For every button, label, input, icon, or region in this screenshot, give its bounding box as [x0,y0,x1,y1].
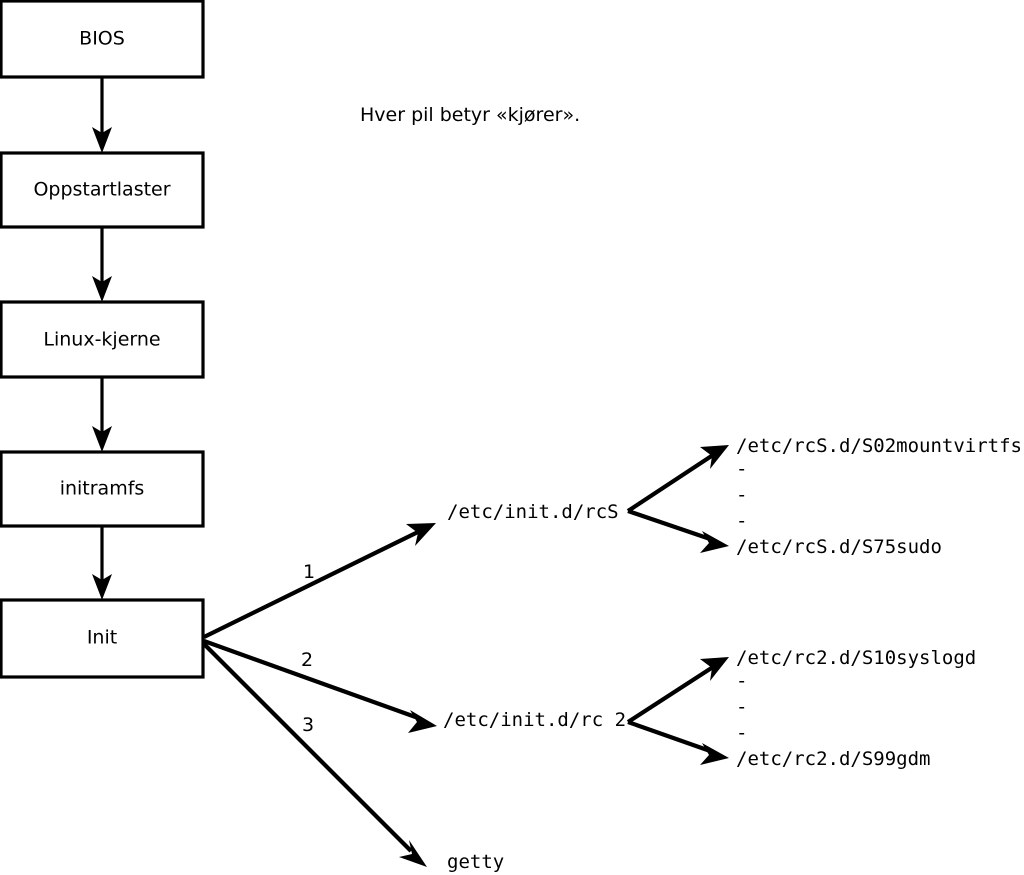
connector-init-to-rcs [203,529,421,639]
box-init-rect [0,598,205,679]
connector-init-to-getty [202,642,413,853]
rc2-ellipsis-3: - [736,722,747,744]
branch-2-arrow [203,639,437,733]
branch-3-target-label: getty [447,851,504,873]
rcs-ellipsis-2: - [736,484,747,506]
arrowhead-rcs-to-first [700,445,729,469]
rcs-first-script-label: /etc/rcS.d/S02mountvirtfs [736,435,1022,457]
box-bios[interactable]: BIOS [0,0,205,79]
box-bootloader[interactable]: Oppstartlaster [0,151,205,229]
arrowhead-bootloader-to-kernel [92,276,112,302]
arrowhead-initramfs-to-init [92,574,112,600]
arrowhead-rcs-to-last [700,531,729,553]
box-init[interactable]: Init [0,598,205,679]
arrowhead-init-to-rcs [406,523,436,546]
connector-rcs-to-first [626,453,715,513]
rc2-last-script-label: /etc/rc2.d/S99gdm [736,748,930,770]
connector-rcs-to-last [627,509,714,542]
rc2-first-script-label: /etc/rc2.d/S10syslogd [736,647,976,669]
caption-text: Hver pil betyr «kjører». [360,104,580,126]
arrowhead-init-to-rc2 [408,710,437,733]
rc2-subbranch-arrows [626,657,729,765]
box-bootloader-rect [0,151,205,229]
rcs-ellipsis-3: - [736,510,747,532]
rc2-ellipsis-1: - [736,670,747,692]
rc2-ellipsis-2: - [736,696,747,718]
rcs-last-script-label: /etc/rcS.d/S75sudo [736,536,942,558]
box-linux-kernel-rect [0,300,205,379]
arrowhead-rc2-to-last [700,743,729,765]
box-initramfs-rect [0,450,205,528]
branch-3-arrow [202,642,427,867]
branch-1-arrow [203,523,436,639]
branch-2-target-label: /etc/init.d/rc 2 [443,709,626,731]
arrowhead-rc2-to-first [700,657,729,681]
chain-connectors [92,77,112,600]
branch-2-number: 2 [301,649,313,671]
box-init-label: Init [87,627,117,649]
box-linux-kernel-label: Linux-kjerne [43,329,160,351]
connector-rc2-to-last [627,720,714,754]
branch-1-target-label: /etc/init.d/rcS [447,501,619,523]
box-linux-kernel[interactable]: Linux-kjerne [0,300,205,379]
box-bios-rect [0,0,205,79]
connector-rc2-to-first [626,665,715,724]
arrowhead-kernel-to-initramfs [92,426,112,452]
arrowhead-init-to-getty [399,840,427,867]
box-initramfs-label: initramfs [60,478,145,500]
branch-1-number: 1 [303,561,315,583]
box-bootloader-label: Oppstartlaster [33,179,170,201]
box-bios-label: BIOS [79,28,125,50]
branch-3-number: 3 [302,714,314,736]
rcs-subbranch-arrows [626,445,729,553]
connector-init-to-rc2 [203,639,422,721]
arrowhead-bios-to-bootloader [92,127,112,153]
rcs-ellipsis-1: - [736,458,747,480]
box-initramfs[interactable]: initramfs [0,450,205,528]
